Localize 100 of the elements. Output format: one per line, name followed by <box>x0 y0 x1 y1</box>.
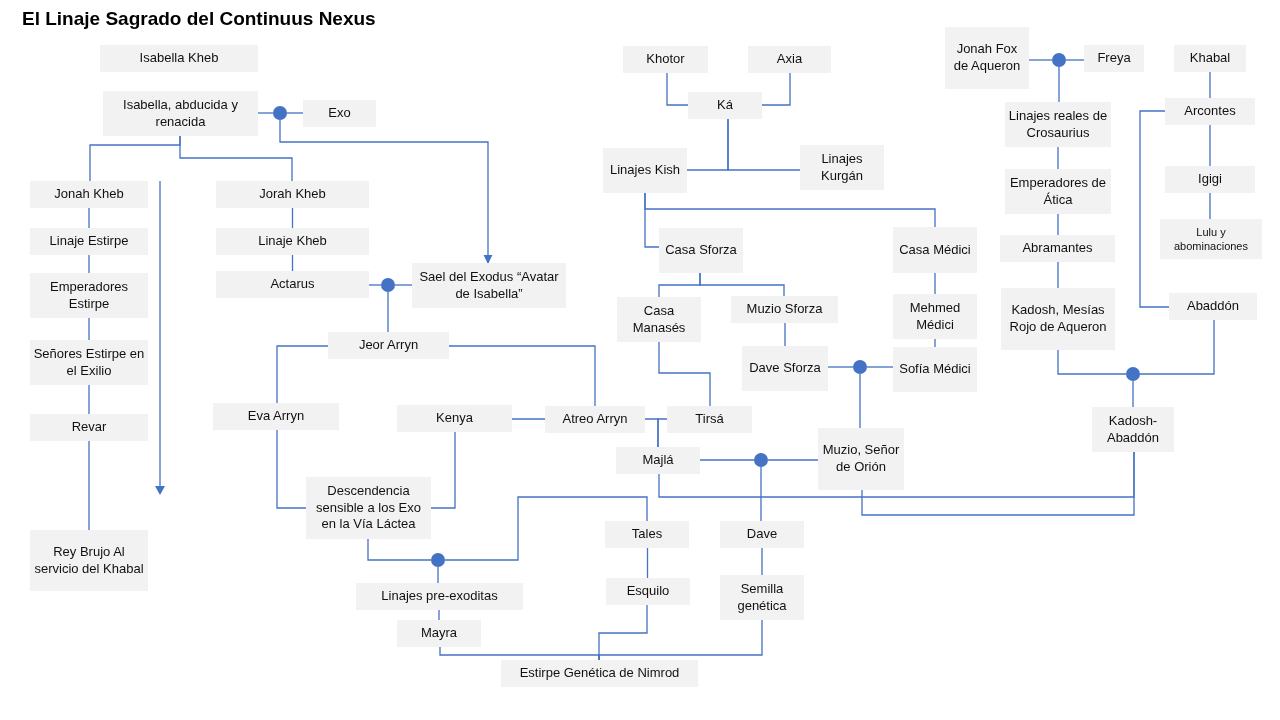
person-box: Emperadores de Ática <box>1005 169 1111 214</box>
person-box: Isabella, abducida y renacida <box>103 91 258 136</box>
connector-line <box>1209 71 1211 99</box>
person-box: Linaje Estirpe <box>30 228 148 255</box>
person-box: Emperadores Estirpe <box>30 273 148 318</box>
connector-line <box>598 604 648 661</box>
connector-line <box>1057 349 1127 375</box>
connector-line <box>1057 261 1059 289</box>
person-box: Linajes Kish <box>603 148 687 193</box>
connector-line <box>448 345 596 407</box>
connector-line <box>367 538 432 561</box>
union-dot <box>381 278 395 292</box>
connector-line <box>699 272 785 297</box>
person-box: Khotor <box>623 46 708 73</box>
person-box: Kenya <box>397 405 512 432</box>
diagram-title: El Linaje Sagrado del Continuus Nexus <box>22 8 376 30</box>
person-box: Actarus <box>216 271 369 298</box>
person-box: Abaddón <box>1169 293 1257 320</box>
person-box: Abramantes <box>1000 235 1115 262</box>
connector-line <box>179 135 293 182</box>
connector-line <box>657 418 668 448</box>
union-dot <box>273 106 287 120</box>
connector-line <box>257 112 274 114</box>
connector-line <box>1209 124 1211 167</box>
person-box: Sofía Médici <box>893 347 977 392</box>
connector-line <box>666 72 689 106</box>
person-box: Casa Sforza <box>659 228 743 273</box>
person-box: Esquilo <box>606 578 690 605</box>
person-box: Jorah Kheb <box>216 181 369 208</box>
connector-line <box>827 366 854 368</box>
connector-line <box>727 118 801 171</box>
person-box: Majlá <box>616 447 700 474</box>
connector-line <box>387 291 389 333</box>
person-box: Mayra <box>397 620 481 647</box>
person-box: Linajes Kurgán <box>800 145 884 190</box>
person-box: Muzio Sforza <box>731 296 838 323</box>
connector-line <box>934 272 936 295</box>
union-dot <box>1052 53 1066 67</box>
person-box: Exo <box>303 100 376 127</box>
person-box: Lulu y abominaciones <box>1160 219 1262 259</box>
connector-line <box>88 440 90 531</box>
person-box: Tirsá <box>667 406 752 433</box>
union-dot <box>1126 367 1140 381</box>
connector-line <box>934 338 936 348</box>
connector-line <box>1139 319 1215 375</box>
person-box: Dave Sforza <box>742 346 828 391</box>
person-box: Semilla genética <box>720 575 804 620</box>
connector-line <box>88 384 90 415</box>
person-box: Muzio, Señor de Orión <box>818 428 904 490</box>
person-box: Sael del Exodus “Avatar de Isabella” <box>412 263 566 308</box>
connector-line <box>279 119 493 264</box>
union-dot <box>431 553 445 567</box>
connector-line <box>761 72 791 106</box>
person-box: Dave <box>720 521 804 548</box>
connector-line <box>760 466 762 522</box>
person-box: Ká <box>688 92 762 119</box>
union-dot <box>853 360 867 374</box>
person-box: Estirpe Genética de Nimrod <box>501 660 698 687</box>
connector-line <box>1139 110 1170 308</box>
connector-line <box>1057 213 1059 236</box>
connector-line <box>859 373 861 429</box>
connector-line <box>286 112 304 114</box>
person-box: Linajes pre-exoditas <box>356 583 523 610</box>
connector-line <box>88 317 90 341</box>
connector-line <box>438 609 440 621</box>
person-box: Jonah Fox de Aqueron <box>945 27 1029 89</box>
connector-line <box>368 284 382 286</box>
person-box: Rey Brujo Al servicio del Khabal <box>30 530 148 591</box>
person-box: Khabal <box>1174 45 1246 72</box>
connector-line <box>861 451 1135 516</box>
person-box: Atreo Arryn <box>545 406 645 433</box>
person-box: Kadosh-Abaddón <box>1092 407 1174 452</box>
connector-line <box>291 207 294 229</box>
connector-line <box>1028 59 1053 61</box>
connector-line <box>437 566 439 584</box>
person-box: Kadosh, Mesías Rojo de Aqueron <box>1001 288 1115 350</box>
connector-line <box>767 459 819 461</box>
connector-line <box>394 284 413 286</box>
union-dot <box>754 453 768 467</box>
connector-line <box>88 254 90 274</box>
connector-line <box>644 192 936 228</box>
person-box: Tales <box>605 521 689 548</box>
connector-line <box>1058 66 1060 103</box>
connector-line <box>646 547 649 579</box>
connector-line <box>784 322 786 347</box>
connector-line <box>511 418 546 420</box>
person-box: Casa Médici <box>893 227 977 273</box>
connector-line <box>444 496 648 561</box>
person-box: Casa Manasés <box>617 297 701 342</box>
connector-line <box>430 431 456 509</box>
connector-line <box>658 341 711 407</box>
person-box: Jonah Kheb <box>30 181 148 208</box>
person-box: Mehmed Médici <box>893 294 977 339</box>
person-box: Señores Estirpe en el Exilio <box>30 340 148 385</box>
connector-line <box>761 547 763 576</box>
person-box: Freya <box>1084 45 1144 72</box>
person-box: Isabella Kheb <box>100 45 258 72</box>
person-box: Revar <box>30 414 148 441</box>
connector-line <box>1057 146 1059 170</box>
connector-line <box>276 429 307 509</box>
